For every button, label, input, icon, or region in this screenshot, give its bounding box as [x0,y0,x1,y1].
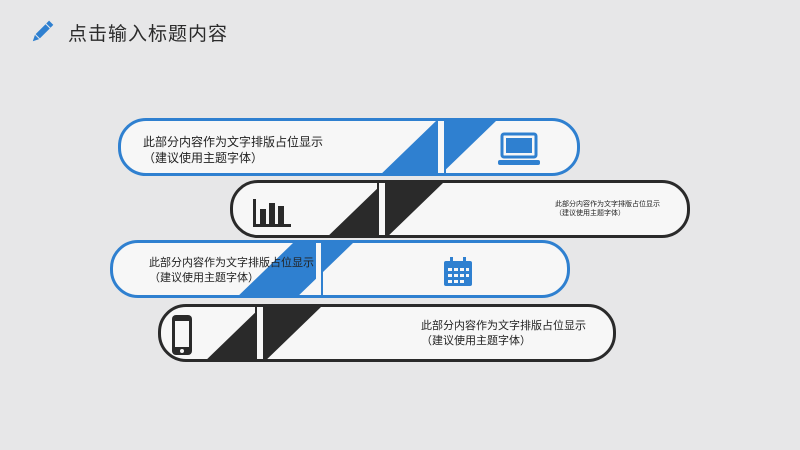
row-text-line1: 此部分内容作为文字排版占位显示 [421,319,586,332]
row-text-line2: （建议使用主题字体） [143,151,264,166]
content-row-4[interactable]: 此部分内容作为文字排版占位显示 （建议使用主题字体） [158,304,616,362]
calendar-icon [444,257,472,286]
content-row-2[interactable]: 此部分内容作为文字排版占位显示 （建议使用主题字体） [230,180,690,238]
row-text-line1: 此部分内容作为文字排版占位显示 [143,135,324,149]
row-text: 此部分内容作为文字排版占位显示 （建议使用主题字体） [149,256,314,286]
row-text: 此部分内容作为文字排版占位显示 （建议使用主题字体） [143,134,323,166]
bar-chart-icon [253,199,291,227]
diagonal-stripe [382,121,496,173]
row-text-line2: （建议使用主题字体） [421,333,531,347]
row-text-line1: 此部分内容作为文字排版占位显示 [149,256,314,269]
row-text-line1: 此部分内容作为文字排版占位显示 [555,200,660,208]
slide-title[interactable]: 点击输入标题内容 [68,22,229,45]
diagonal-stripe [207,307,321,359]
row-text: 此部分内容作为文字排版占位显示 （建议使用主题字体） [555,200,660,219]
row-text-line2: （建议使用主题字体） [149,270,259,284]
content-row-3[interactable]: 此部分内容作为文字排版占位显示 （建议使用主题字体） [110,240,570,298]
pencil-icon [32,20,54,42]
diagonal-stripe [329,183,443,235]
phone-icon [172,315,192,355]
row-text-line2: （建议使用主题字体） [555,209,625,218]
row-text: 此部分内容作为文字排版占位显示 （建议使用主题字体） [421,319,586,349]
content-row-1[interactable]: 此部分内容作为文字排版占位显示 （建议使用主题字体） [118,118,580,176]
diagonal-stripe [239,243,353,295]
slide-header: 点击输入标题内容 [28,14,228,50]
laptop-icon [498,132,540,165]
